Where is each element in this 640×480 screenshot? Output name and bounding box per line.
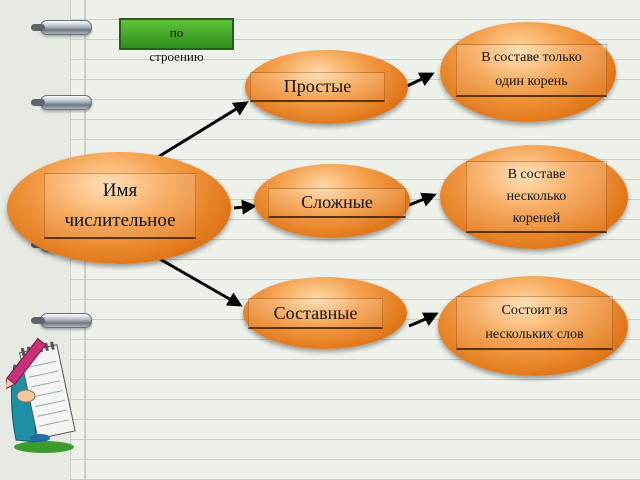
category-node-complex (254, 164, 410, 238)
arrow-to-desc-2 (408, 192, 437, 207)
center-node-label: Имя числительное (44, 173, 196, 239)
arrow-to-desc-3 (408, 312, 439, 328)
description-1-line-1: В составе только (481, 50, 582, 65)
arrow-to-complex (233, 199, 257, 215)
category-label-simple: Простые (250, 72, 385, 102)
description-2-line-2: несколько (506, 188, 567, 204)
binder-ring (31, 313, 92, 328)
description-label-2: В составе несколько кореней (466, 161, 607, 233)
center-line-1: Имя (102, 179, 138, 201)
category-label-complex: Сложные (268, 188, 406, 218)
classification-badge: по (119, 18, 234, 50)
badge-line-2: строению (149, 49, 204, 64)
binder-ring (31, 20, 92, 35)
description-3-line-1: Состоит из (501, 302, 568, 318)
description-3-line-2: нескольких слов (485, 326, 584, 342)
center-node (7, 152, 231, 264)
notepad-pencil-icon (6, 337, 76, 453)
description-node-3 (438, 276, 628, 376)
description-2-line-1: В составе (507, 166, 566, 182)
description-label-1: В составе только один корень (456, 44, 607, 97)
arrow-to-compound (157, 256, 243, 307)
description-label-3: Состоит из нескольких слов (456, 296, 613, 350)
badge-line-1: по (169, 25, 184, 40)
arrow-to-desc-1 (406, 72, 435, 88)
category-label-compound: Составные (248, 298, 383, 329)
center-line-2: числительное (64, 209, 176, 231)
arrow-to-simple (157, 101, 249, 159)
description-1-line-2: один корень (495, 74, 568, 89)
description-2-line-3: кореней (512, 210, 561, 226)
category-node-compound (243, 277, 407, 349)
category-node-simple (245, 50, 408, 124)
binder-ring (31, 95, 92, 110)
description-node-1 (440, 22, 616, 122)
